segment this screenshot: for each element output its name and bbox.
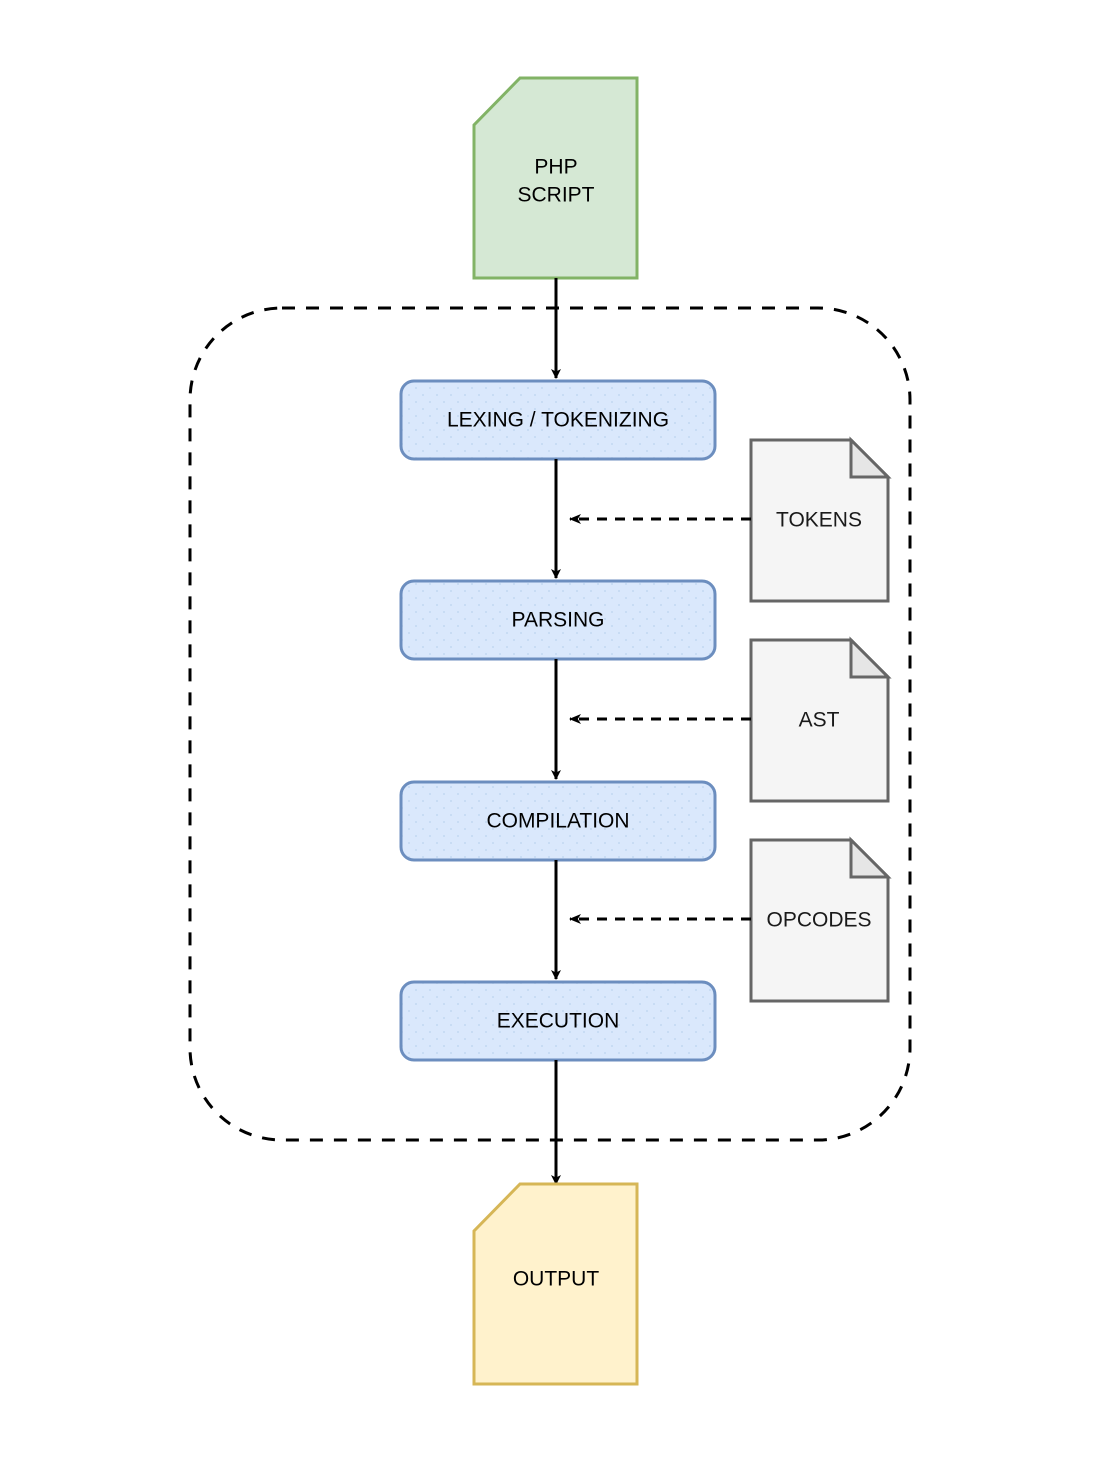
artifact-ast-page [749, 638, 890, 803]
php-script-label-line2: SCRIPT [517, 184, 594, 207]
artifact-tokens[interactable]: TOKENS [749, 436, 892, 603]
output-label: OUTPUT [513, 1268, 600, 1291]
stage-execution-label: EXECUTION [497, 1010, 620, 1033]
artifact-opcodes-fold-icon [849, 836, 892, 879]
artifact-ast-fold-icon [849, 636, 892, 679]
artifact-ast[interactable]: AST [749, 636, 892, 803]
stage-compilation-label: COMPILATION [486, 810, 629, 833]
artifact-tokens-page [749, 438, 890, 603]
artifact-opcodes-page [749, 838, 890, 1003]
stage-lexing-box[interactable] [399, 379, 717, 461]
php-script-label-line1: PHP [534, 156, 577, 179]
stage-parsing-label: PARSING [512, 609, 605, 632]
output-node[interactable] [472, 1182, 639, 1386]
stage-execution-box[interactable] [399, 980, 717, 1062]
artifact-opcodes-label: OPCODES [766, 909, 871, 932]
artifact-tokens-label: TOKENS [776, 509, 862, 532]
engine-boundary [188, 306, 912, 1142]
artifact-ast-label: AST [799, 709, 840, 732]
stage-compilation-box[interactable] [399, 780, 717, 862]
stage-lexing-label: LEXING / TOKENIZING [447, 409, 669, 432]
artifact-opcodes[interactable]: OPCODES [749, 836, 892, 1003]
artifact-tokens-fold-icon [849, 436, 892, 479]
stage-parsing-box[interactable] [399, 579, 717, 661]
